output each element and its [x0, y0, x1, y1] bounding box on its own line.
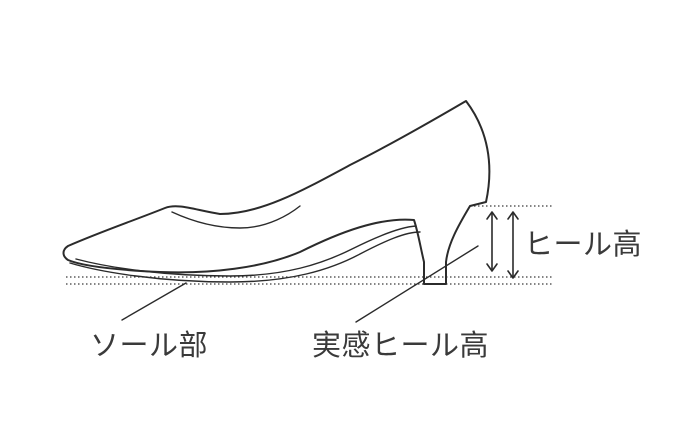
sole-lower-line: [69, 231, 421, 283]
effective-heel-height-arrowhead-top: [486, 211, 498, 220]
sole-part-leader-line: [121, 282, 187, 321]
shoe-upper-outline: [62, 100, 491, 285]
effective-heel-height-arrowhead-bottom: [486, 263, 498, 272]
effective-heel-height-leader-line: [355, 245, 479, 323]
heel-height-label: ヒール高: [524, 227, 643, 261]
heel-height-arrowhead-top: [507, 211, 519, 220]
heel-height-arrowhead-bottom: [507, 270, 519, 279]
effective-heel-height-label: 実感ヒール高: [312, 328, 490, 362]
shoe-collar-line: [171, 205, 301, 229]
sole-upper-line: [75, 225, 417, 277]
sole-part-label: ソール部: [90, 328, 209, 362]
